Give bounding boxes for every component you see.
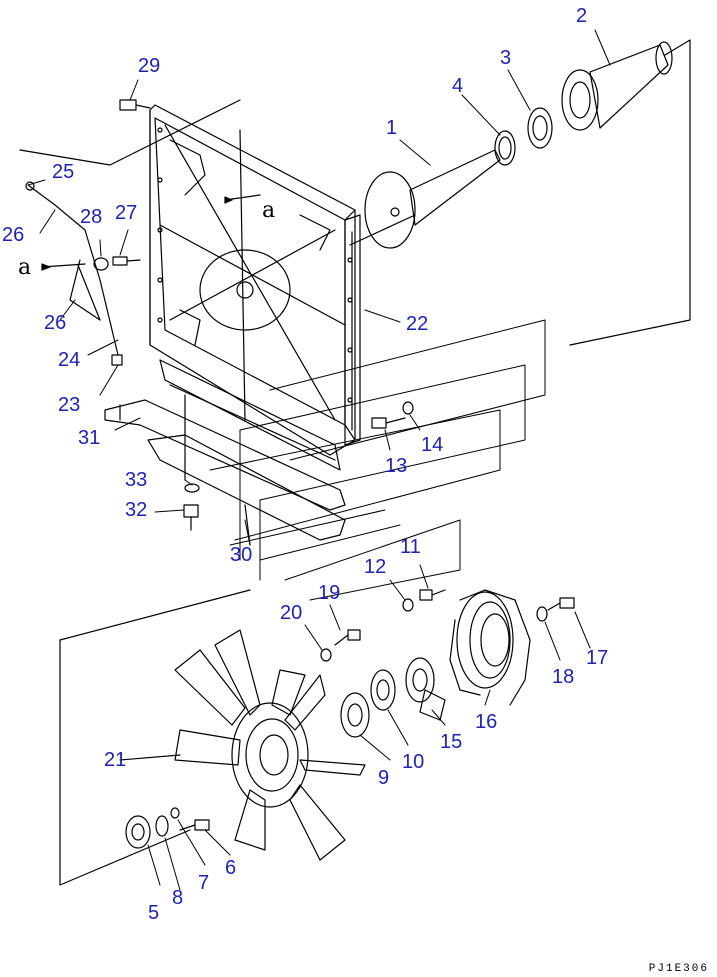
callout-6: 6 (225, 857, 237, 879)
callout-16: 16 (475, 711, 498, 733)
callout-29: 29 (138, 55, 161, 77)
callout-21: 21 (104, 749, 127, 771)
callout-11: 11 (400, 536, 421, 558)
boundary-lines (19, 39, 691, 886)
callout-7: 7 (198, 872, 210, 894)
callout-17: 17 (586, 647, 609, 669)
callout-30: 30 (230, 544, 253, 566)
callout-33: 33 (125, 469, 148, 491)
callout-24: 24 (58, 349, 81, 371)
callout-9-lower: 9 (378, 767, 390, 789)
fasteners (125, 401, 575, 849)
callout-26-lower: 26 (44, 312, 67, 334)
cooling-fan (119, 629, 366, 861)
ref-mark-a-upper: a (262, 198, 276, 223)
callout-2: 2 (576, 5, 588, 27)
drain-tube-assembly (25, 181, 141, 366)
callout-27: 27 (115, 202, 138, 224)
callout-15: 15 (440, 731, 463, 753)
offset-outline (209, 319, 546, 601)
fan-shroud-frame (119, 99, 361, 471)
callout-3: 3 (500, 47, 512, 69)
callout-31: 31 (78, 427, 101, 449)
guard-brackets (104, 394, 346, 546)
callout-22: 22 (406, 313, 429, 335)
callout-23: 23 (58, 394, 81, 416)
leader-lines (27, 29, 611, 891)
callout-25: 25 (52, 161, 75, 183)
drawing-code: PJ1E306 (648, 963, 709, 975)
pulley-assembly (340, 589, 531, 738)
callout-5: 5 (148, 902, 160, 924)
callout-4: 4 (452, 75, 464, 97)
callout-28: 28 (80, 206, 103, 228)
callout-19: 19 (318, 582, 341, 604)
callout-12: 12 (364, 556, 387, 578)
callout-10: 10 (402, 751, 425, 773)
callout-32: 32 (125, 499, 148, 521)
callout-26-upper: 26 (2, 224, 25, 246)
callout-8: 8 (172, 887, 184, 909)
callout-18: 18 (552, 666, 575, 688)
ref-mark-a-left: a (18, 255, 32, 280)
callout-14: 14 (421, 434, 444, 456)
callout-20: 20 (280, 602, 303, 624)
fan-spacer-assembly (349, 41, 673, 249)
callout-13: 13 (385, 455, 408, 477)
callout-1: 1 (386, 117, 398, 139)
